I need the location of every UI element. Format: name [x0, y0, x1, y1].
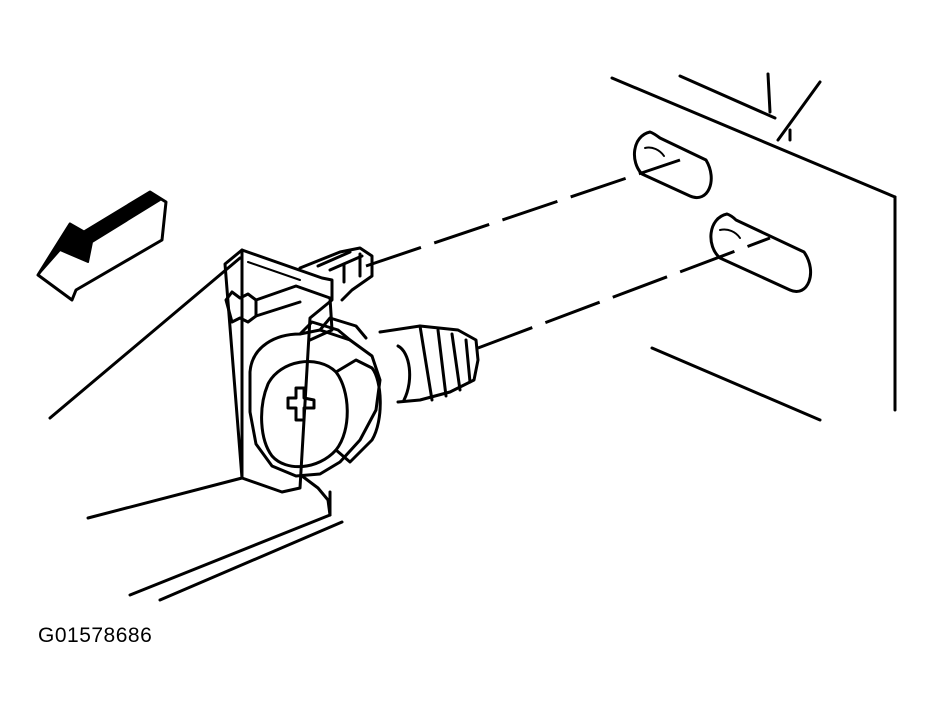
screw-head: [248, 316, 382, 478]
base-surface: [48, 256, 344, 602]
direction-arrow-icon: [36, 190, 168, 302]
figure-id-label: G01578686: [38, 624, 153, 647]
push-pin-fastener: [378, 324, 480, 404]
alignment-lines: [365, 158, 771, 350]
lower-slot: [709, 212, 813, 293]
mounting-panel: [610, 72, 897, 422]
upper-slot: [633, 130, 713, 200]
wire: [300, 474, 332, 517]
bracket-plate: [223, 248, 334, 494]
clip-connector: [224, 246, 374, 342]
